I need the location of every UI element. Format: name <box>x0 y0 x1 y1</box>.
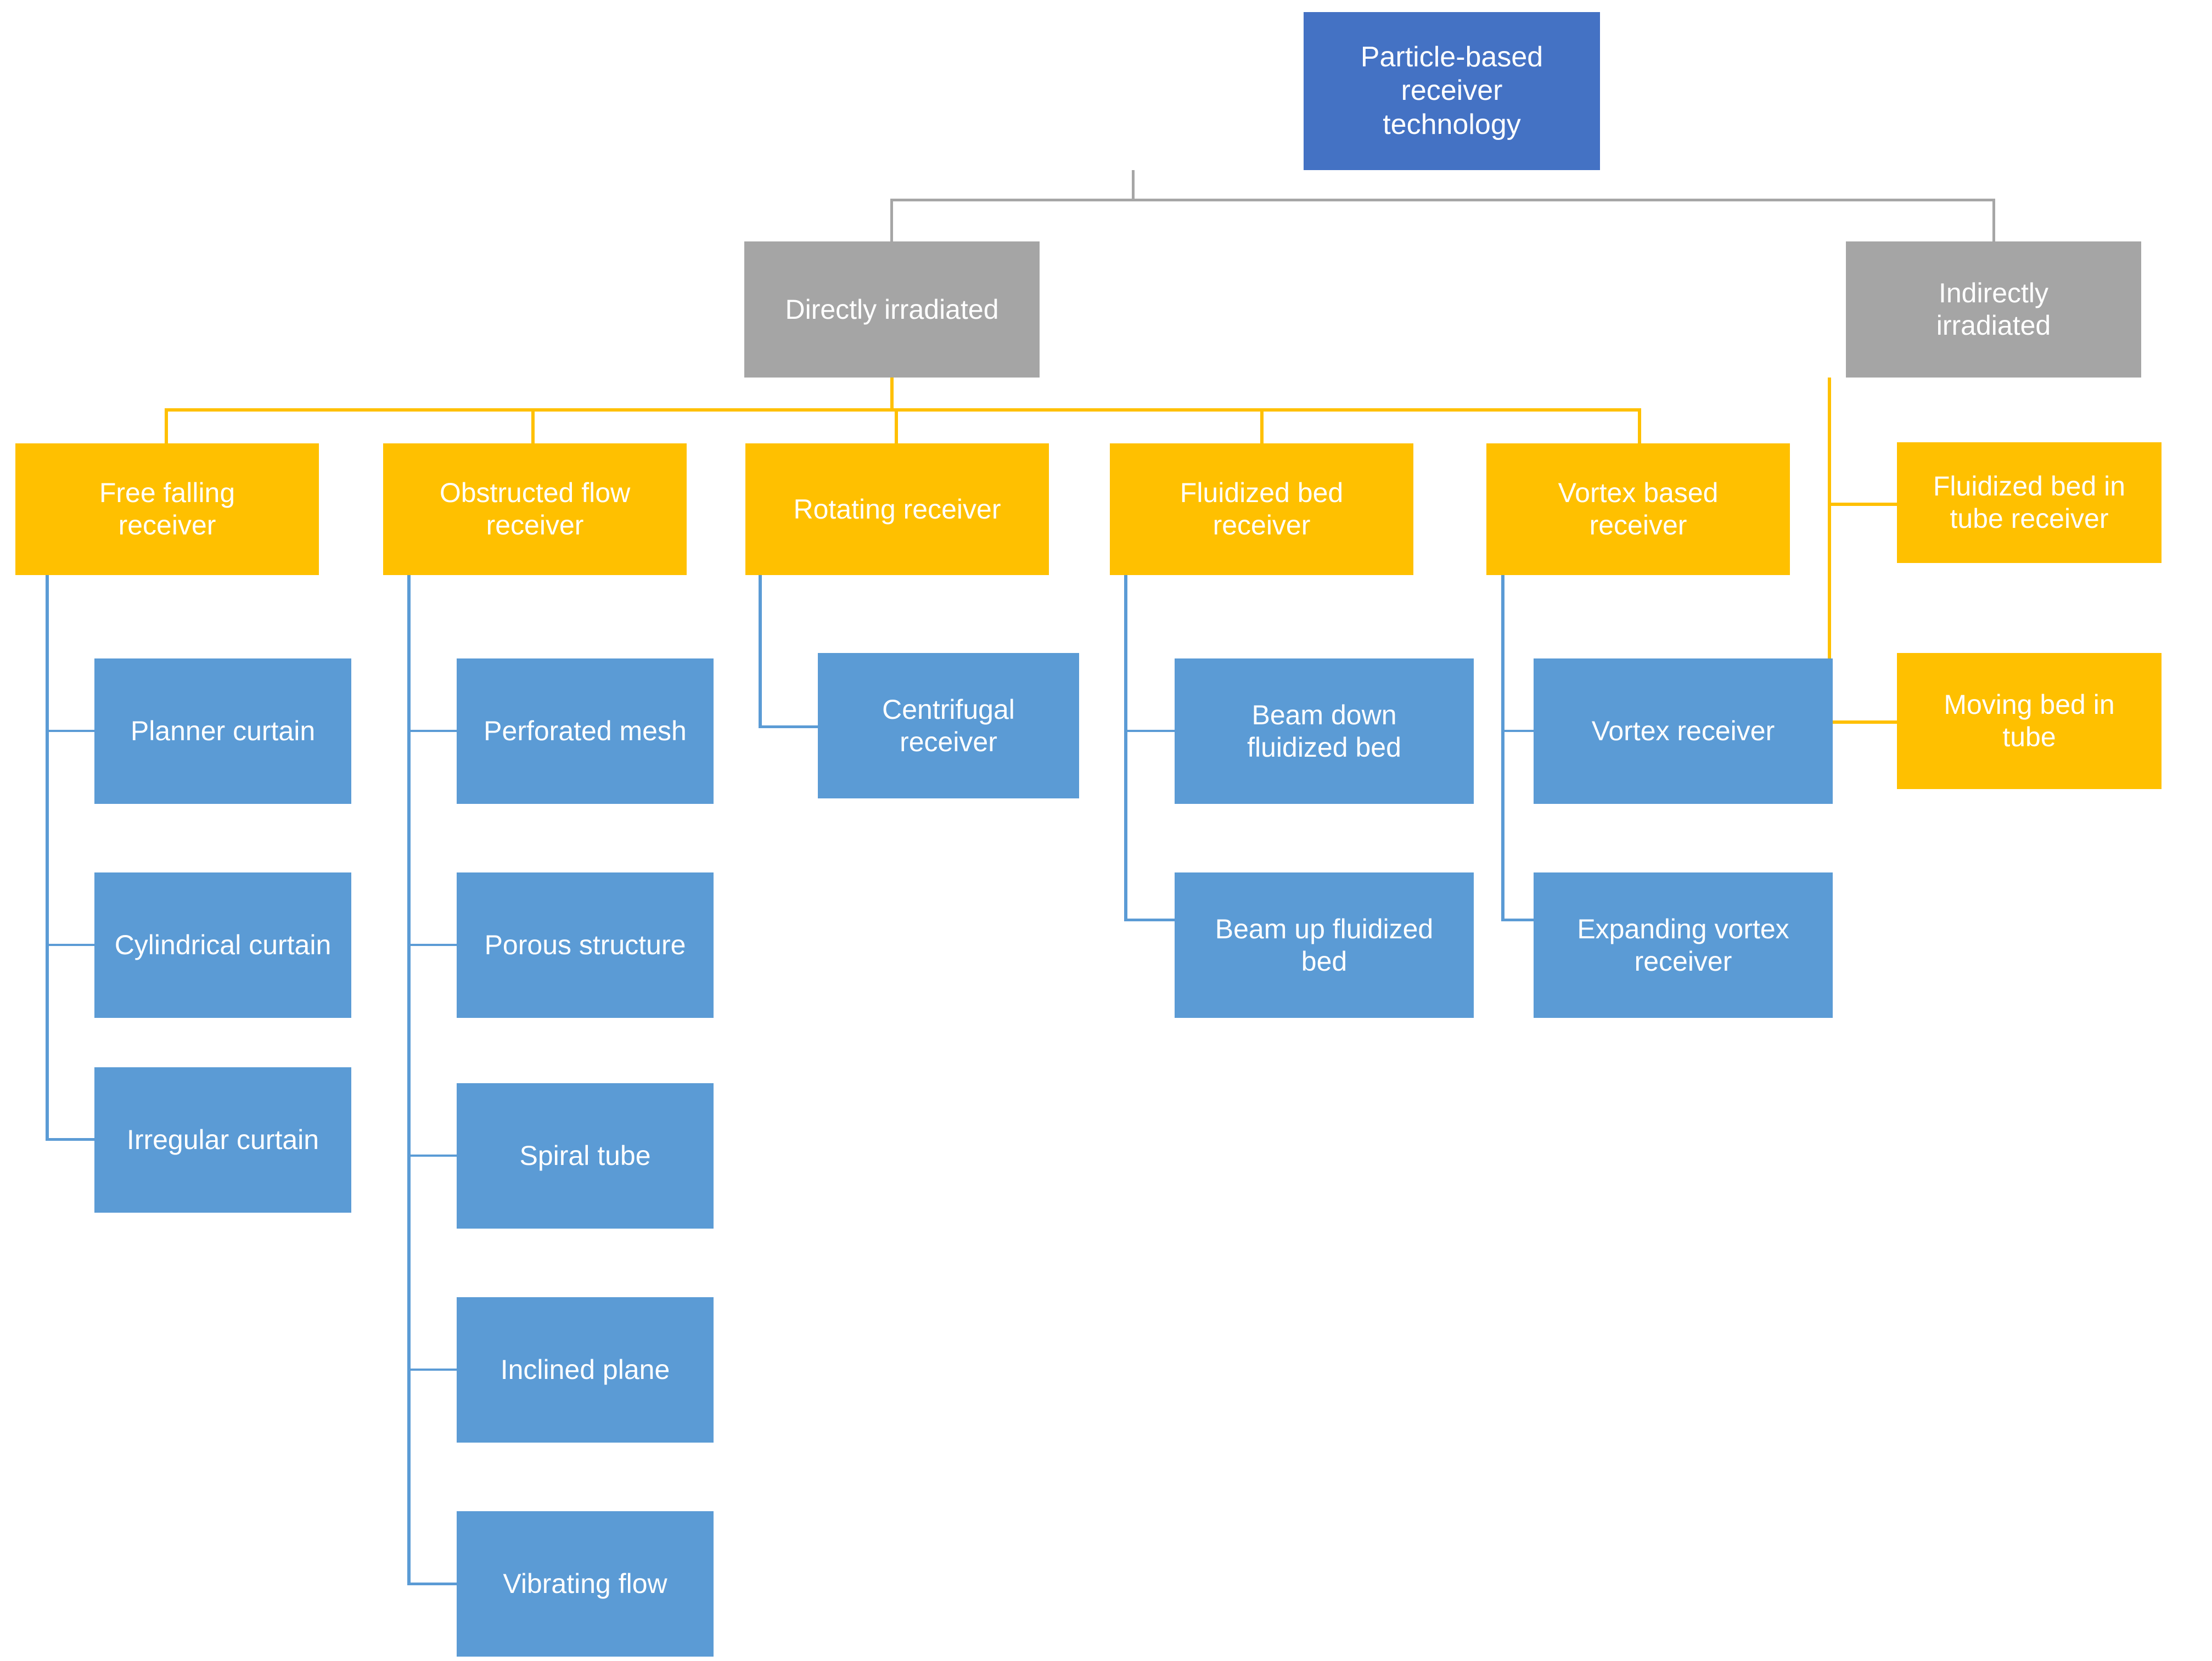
connector-fluidized-drop <box>1260 408 1264 444</box>
tech-node-label: Free falling receiver <box>99 477 235 540</box>
connector-vortex-drop <box>1638 408 1641 444</box>
subtype-node-centrifugal-receiver[interactable]: Centrifugal receiver <box>818 653 1079 798</box>
connector-root-stem <box>1132 170 1135 200</box>
subtype-node-label: Porous structure <box>484 930 686 960</box>
subtype-node-vibrating-flow[interactable]: Vibrating flow <box>457 1511 714 1657</box>
connector-expanding-vortex-branch <box>1501 919 1534 921</box>
connector-beam-down-branch <box>1124 730 1175 732</box>
tech-node-label: Moving bed in tube <box>1944 689 2115 752</box>
subtype-node-vortex-receiver[interactable]: Vortex receiver <box>1534 658 1833 804</box>
subtype-node-inclined-plane[interactable]: Inclined plane <box>457 1297 714 1443</box>
connector-beam-up-branch <box>1124 919 1175 921</box>
subtype-node-label: Perforated mesh <box>484 716 687 746</box>
tech-node-label: Vortex based receiver <box>1558 477 1719 540</box>
connector-rotating-drop <box>895 408 898 444</box>
connector-centrifugal-branch <box>759 725 818 728</box>
tech-node-obstructed-flow-receiver[interactable]: Obstructed flow receiver <box>383 443 687 575</box>
tech-node-label: Rotating receiver <box>793 493 1001 525</box>
subtype-node-expanding-vortex-receiver[interactable]: Expanding vortex receiver <box>1534 872 1833 1018</box>
connector-inclined-plane-branch <box>407 1369 457 1371</box>
subtype-node-irregular-curtain[interactable]: Irregular curtain <box>94 1067 351 1213</box>
subtype-node-label: Beam down fluidized bed <box>1247 699 1401 763</box>
subtype-node-label: Irregular curtain <box>126 1124 319 1155</box>
connector-indirectly-drop <box>1992 199 1995 243</box>
root-node-particle-based-receiver-technology[interactable]: Particle-based receiver technology <box>1304 12 1600 170</box>
connector-cylindrical-curtain-branch <box>46 944 95 946</box>
connector-free-falling-drop <box>165 408 168 444</box>
subtype-node-label: Beam up fluidized bed <box>1215 913 1434 977</box>
category-node-directly-irradiated[interactable]: Directly irradiated <box>744 241 1040 378</box>
connector-obstructed-drop <box>531 408 535 444</box>
connector-irregular-curtain-branch <box>46 1138 95 1141</box>
tech-node-free-falling-receiver[interactable]: Free falling receiver <box>15 443 319 575</box>
connector-obstructed-stem <box>407 575 411 1585</box>
tech-node-label: Fluidized bed in tube receiver <box>1933 471 2126 534</box>
connector-level1-bus <box>890 199 1995 201</box>
category-node-indirectly-irradiated[interactable]: Indirectly irradiated <box>1846 241 2141 378</box>
category-node-label: Indirectly irradiated <box>1936 278 2051 341</box>
connector-free-falling-stem <box>46 575 49 1140</box>
subtype-node-label: Expanding vortex receiver <box>1577 913 1789 977</box>
connector-directly-drop <box>890 199 893 243</box>
subtype-node-label: Planner curtain <box>130 716 316 746</box>
root-node-label: Particle-based receiver technology <box>1360 41 1543 140</box>
subtype-node-planner-curtain[interactable]: Planner curtain <box>94 658 351 804</box>
connector-directly-stem <box>890 378 894 410</box>
tech-node-fluidized-bed-receiver[interactable]: Fluidized bed receiver <box>1110 443 1413 575</box>
connector-vibrating-flow-branch <box>407 1583 457 1585</box>
connector-level2-bus <box>165 408 1641 412</box>
subtype-node-cylindrical-curtain[interactable]: Cylindrical curtain <box>94 872 351 1018</box>
subtype-node-label: Vibrating flow <box>503 1568 667 1599</box>
connector-perforated-mesh-branch <box>407 730 457 732</box>
connector-spiral-tube-branch <box>407 1155 457 1157</box>
connector-fluidized-tube-branch <box>1828 503 1898 506</box>
subtype-node-label: Inclined plane <box>500 1354 670 1385</box>
subtype-node-label: Cylindrical curtain <box>114 930 332 960</box>
subtype-node-perforated-mesh[interactable]: Perforated mesh <box>457 658 714 804</box>
connector-indirectly-stem <box>1828 378 1831 723</box>
subtype-node-label: Spiral tube <box>519 1140 651 1171</box>
connector-rotating-stem <box>759 575 762 728</box>
connector-planner-curtain-branch <box>46 730 95 732</box>
connector-fluidized-stem <box>1124 575 1127 921</box>
subtype-node-label: Vortex receiver <box>1591 716 1775 746</box>
connector-porous-structure-branch <box>407 944 457 946</box>
tech-node-label: Obstructed flow receiver <box>439 477 631 540</box>
subtype-node-beam-down-fluidized-bed[interactable]: Beam down fluidized bed <box>1175 658 1474 804</box>
tech-node-moving-bed-in-tube[interactable]: Moving bed in tube <box>1897 653 2162 789</box>
tech-node-vortex-based-receiver[interactable]: Vortex based receiver <box>1486 443 1790 575</box>
connector-vortex-receiver-branch <box>1501 730 1534 732</box>
connector-moving-bed-branch <box>1828 720 1898 724</box>
subtype-node-porous-structure[interactable]: Porous structure <box>457 872 714 1018</box>
tech-node-label: Fluidized bed receiver <box>1180 477 1344 540</box>
tech-node-fluidized-bed-in-tube-receiver[interactable]: Fluidized bed in tube receiver <box>1897 442 2162 563</box>
subtype-node-beam-up-fluidized-bed[interactable]: Beam up fluidized bed <box>1175 872 1474 1018</box>
category-node-label: Directly irradiated <box>785 294 999 325</box>
subtype-node-label: Centrifugal receiver <box>882 694 1015 757</box>
tech-node-rotating-receiver[interactable]: Rotating receiver <box>745 443 1049 575</box>
connector-vortex-stem <box>1501 575 1504 921</box>
subtype-node-spiral-tube[interactable]: Spiral tube <box>457 1083 714 1229</box>
